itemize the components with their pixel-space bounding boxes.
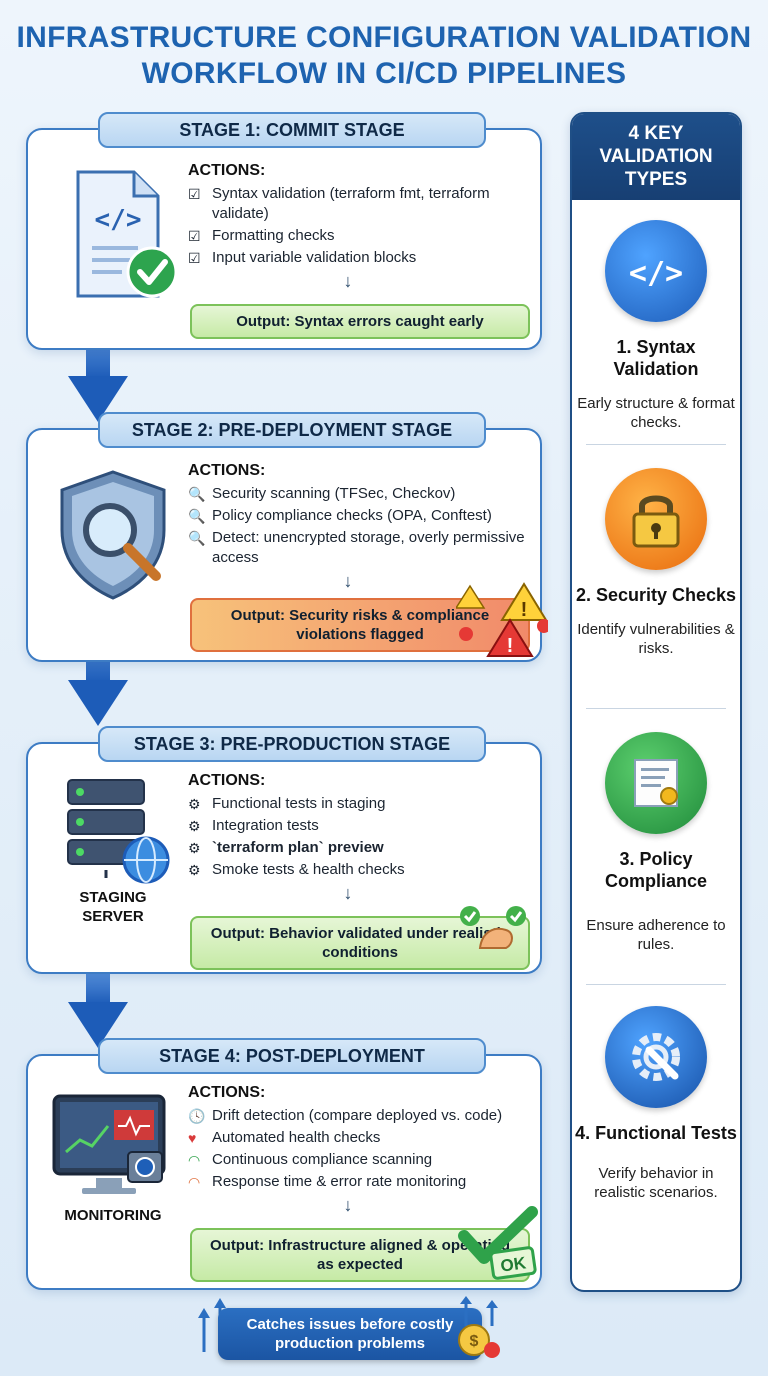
divider bbox=[586, 984, 726, 985]
magnifier-icon: 🔍 bbox=[188, 530, 206, 546]
summary-banner: Catches issues before costly production … bbox=[218, 1308, 482, 1360]
muscle-check-icon bbox=[460, 906, 526, 949]
shield-magnifier-icon bbox=[60, 470, 166, 600]
list-item: ☑Syntax validation (terraform fmt, terra… bbox=[188, 185, 490, 222]
stage-3-art-label: STAGING SERVER bbox=[79, 889, 147, 925]
stage-4-art-label: MONITORING bbox=[64, 1207, 162, 1224]
stage-4-output: Output: Infrastructure aligned & operati… bbox=[190, 1228, 530, 1282]
list-item: ⚙Smoke tests & health checks bbox=[188, 861, 405, 878]
validation-type-title: 2. Security Checks bbox=[575, 585, 737, 605]
heart-icon: ♥ bbox=[188, 1130, 197, 1146]
server-globe-icon bbox=[67, 779, 170, 884]
stage-3-actions: ACTIONS: ⚙Functional tests in staging ⚙I… bbox=[188, 772, 528, 908]
warning-icon: ! ! bbox=[456, 582, 548, 657]
check-icon: ☑ bbox=[188, 250, 201, 266]
gauge-icon: ◠ bbox=[188, 1174, 201, 1190]
actions-title: ACTIONS: bbox=[188, 772, 266, 789]
actions-title: ACTIONS: bbox=[188, 1084, 266, 1101]
title-line-1: INFRASTRUCTURE CONFIGURATION VALIDATION bbox=[16, 21, 752, 54]
title-line-2: WORKFLOW IN CI/CD PIPELINES bbox=[141, 57, 627, 90]
gear-icon: ⚙ bbox=[188, 840, 201, 856]
coin-cross-icon: $ bbox=[458, 1296, 500, 1358]
clock-icon: 🕓 bbox=[188, 1108, 206, 1124]
gauge-icon: ◠ bbox=[188, 1152, 201, 1168]
gear-icon: ⚙ bbox=[188, 818, 201, 834]
validation-type-title: 3. Policy Compliance bbox=[604, 849, 708, 891]
stage-4-header: STAGE 4: POST-DEPLOYMENT bbox=[98, 1038, 486, 1074]
validation-type-desc: Early structure & format checks. bbox=[577, 395, 735, 431]
stage-4-card: STAGE 4: POST-DEPLOYMENT MONITORING ACTI… bbox=[26, 1038, 542, 1290]
list-item: ♥Automated health checks bbox=[188, 1129, 381, 1146]
validation-type-desc: Verify behavior in realistic scenarios. bbox=[594, 1165, 718, 1201]
stage-2-actions: ACTIONS: 🔍Security scanning (TFSec, Chec… bbox=[188, 462, 528, 596]
svg-text:$: $ bbox=[470, 1333, 479, 1350]
panel-heading: 4 KEY VALIDATION TYPES bbox=[572, 114, 740, 200]
stage-3-header: STAGE 3: PRE-PRODUCTION STAGE bbox=[98, 726, 486, 762]
stage-2-card: STAGE 2: PRE-DEPLOYMENT STAGE ACTIONS: 🔍… bbox=[26, 412, 548, 662]
svg-text:!: ! bbox=[507, 635, 514, 657]
list-item: ⚙Integration tests bbox=[188, 817, 319, 834]
gear-icon: ⚙ bbox=[188, 862, 201, 878]
stage-2-output: Output: Security risks & compliance viol… bbox=[190, 598, 530, 652]
actions-title: ACTIONS: bbox=[188, 462, 266, 479]
validation-type-compliance: 3. Policy Compliance Ensure adherence to… bbox=[572, 732, 740, 954]
arrow-down-icon: ↓ bbox=[343, 1195, 353, 1215]
svg-text:</>: </> bbox=[95, 205, 142, 235]
lock-icon bbox=[605, 468, 707, 570]
validation-types-panel: 4 KEY VALIDATION TYPES </> 1. Syntax Val… bbox=[570, 112, 742, 1292]
stage-1-header: STAGE 1: COMMIT STAGE bbox=[98, 112, 486, 148]
divider bbox=[586, 708, 726, 709]
list-item: 🕓Drift detection (compare deployed vs. c… bbox=[188, 1107, 503, 1124]
validation-type-syntax: </> 1. Syntax Validation Early structure… bbox=[572, 220, 740, 432]
list-item: 🔍Security scanning (TFSec, Checkov) bbox=[188, 485, 456, 502]
code-file-icon: </> bbox=[76, 170, 178, 298]
list-item: ☑Input variable validation blocks bbox=[188, 249, 417, 266]
validation-type-functional: 4. Functional Tests Verify behavior in r… bbox=[572, 1006, 740, 1202]
list-item: ⚙`terraform plan` preview bbox=[188, 839, 384, 856]
divider bbox=[586, 444, 726, 445]
stage-1-actions: ACTIONS: ☑Syntax validation (terraform f… bbox=[188, 162, 528, 296]
arrow-down-icon: ↓ bbox=[343, 271, 353, 291]
validation-type-security: 2. Security Checks Identify vulnerabilit… bbox=[572, 468, 740, 658]
stage-4-actions: ACTIONS: 🕓Drift detection (compare deplo… bbox=[188, 1084, 528, 1220]
code-icon: </> bbox=[605, 220, 707, 322]
stage-3-card: STAGE 3: PRE-PRODUCTION STAGE STAGING SE… bbox=[26, 726, 542, 974]
magnifier-icon: 🔍 bbox=[188, 508, 206, 524]
gear-wrench-icon bbox=[605, 1006, 707, 1108]
monitor-dashboard-icon bbox=[52, 1094, 166, 1194]
list-item: ◠Continuous compliance scanning bbox=[188, 1151, 433, 1168]
validation-type-desc: Ensure adherence to rules. bbox=[586, 917, 726, 953]
magnifier-icon: 🔍 bbox=[188, 486, 206, 502]
list-item: 🔍Policy compliance checks (OPA, Conftest… bbox=[188, 507, 492, 524]
svg-text:</>: </> bbox=[629, 256, 683, 291]
stage-1-card: STAGE 1: COMMIT STAGE </> ACTIONS: ☑Synt… bbox=[26, 112, 542, 350]
svg-text:!: ! bbox=[521, 599, 528, 621]
validation-type-title: 4. Functional Tests bbox=[575, 1123, 737, 1143]
validation-type-title: 1. Syntax Validation bbox=[613, 337, 699, 379]
check-icon: ☑ bbox=[188, 228, 201, 244]
ok-badge-text: OK bbox=[499, 1253, 528, 1275]
list-item: ☑Formatting checks bbox=[188, 227, 335, 244]
stage-1-output: Output: Syntax errors caught early bbox=[190, 304, 530, 339]
actions-title: ACTIONS: bbox=[188, 162, 266, 179]
gear-icon: ⚙ bbox=[188, 796, 201, 812]
certificate-icon bbox=[605, 732, 707, 834]
arrow-down-icon: ↓ bbox=[343, 571, 353, 591]
list-item: ◠Response time & error rate monitoring bbox=[188, 1173, 467, 1190]
check-icon: ☑ bbox=[188, 186, 201, 202]
arrow-down-icon: ↓ bbox=[343, 883, 353, 903]
validation-type-desc: Identify vulnerabilities & risks. bbox=[577, 621, 735, 657]
stage-2-header: STAGE 2: PRE-DEPLOYMENT STAGE bbox=[98, 412, 486, 448]
page-title: INFRASTRUCTURE CONFIGURATION VALIDATION … bbox=[0, 20, 768, 92]
ok-check-icon: OK bbox=[458, 1206, 538, 1280]
list-item: 🔍Detect: unencrypted storage, overly per… bbox=[188, 529, 525, 566]
list-item: ⚙Functional tests in staging bbox=[188, 795, 386, 812]
